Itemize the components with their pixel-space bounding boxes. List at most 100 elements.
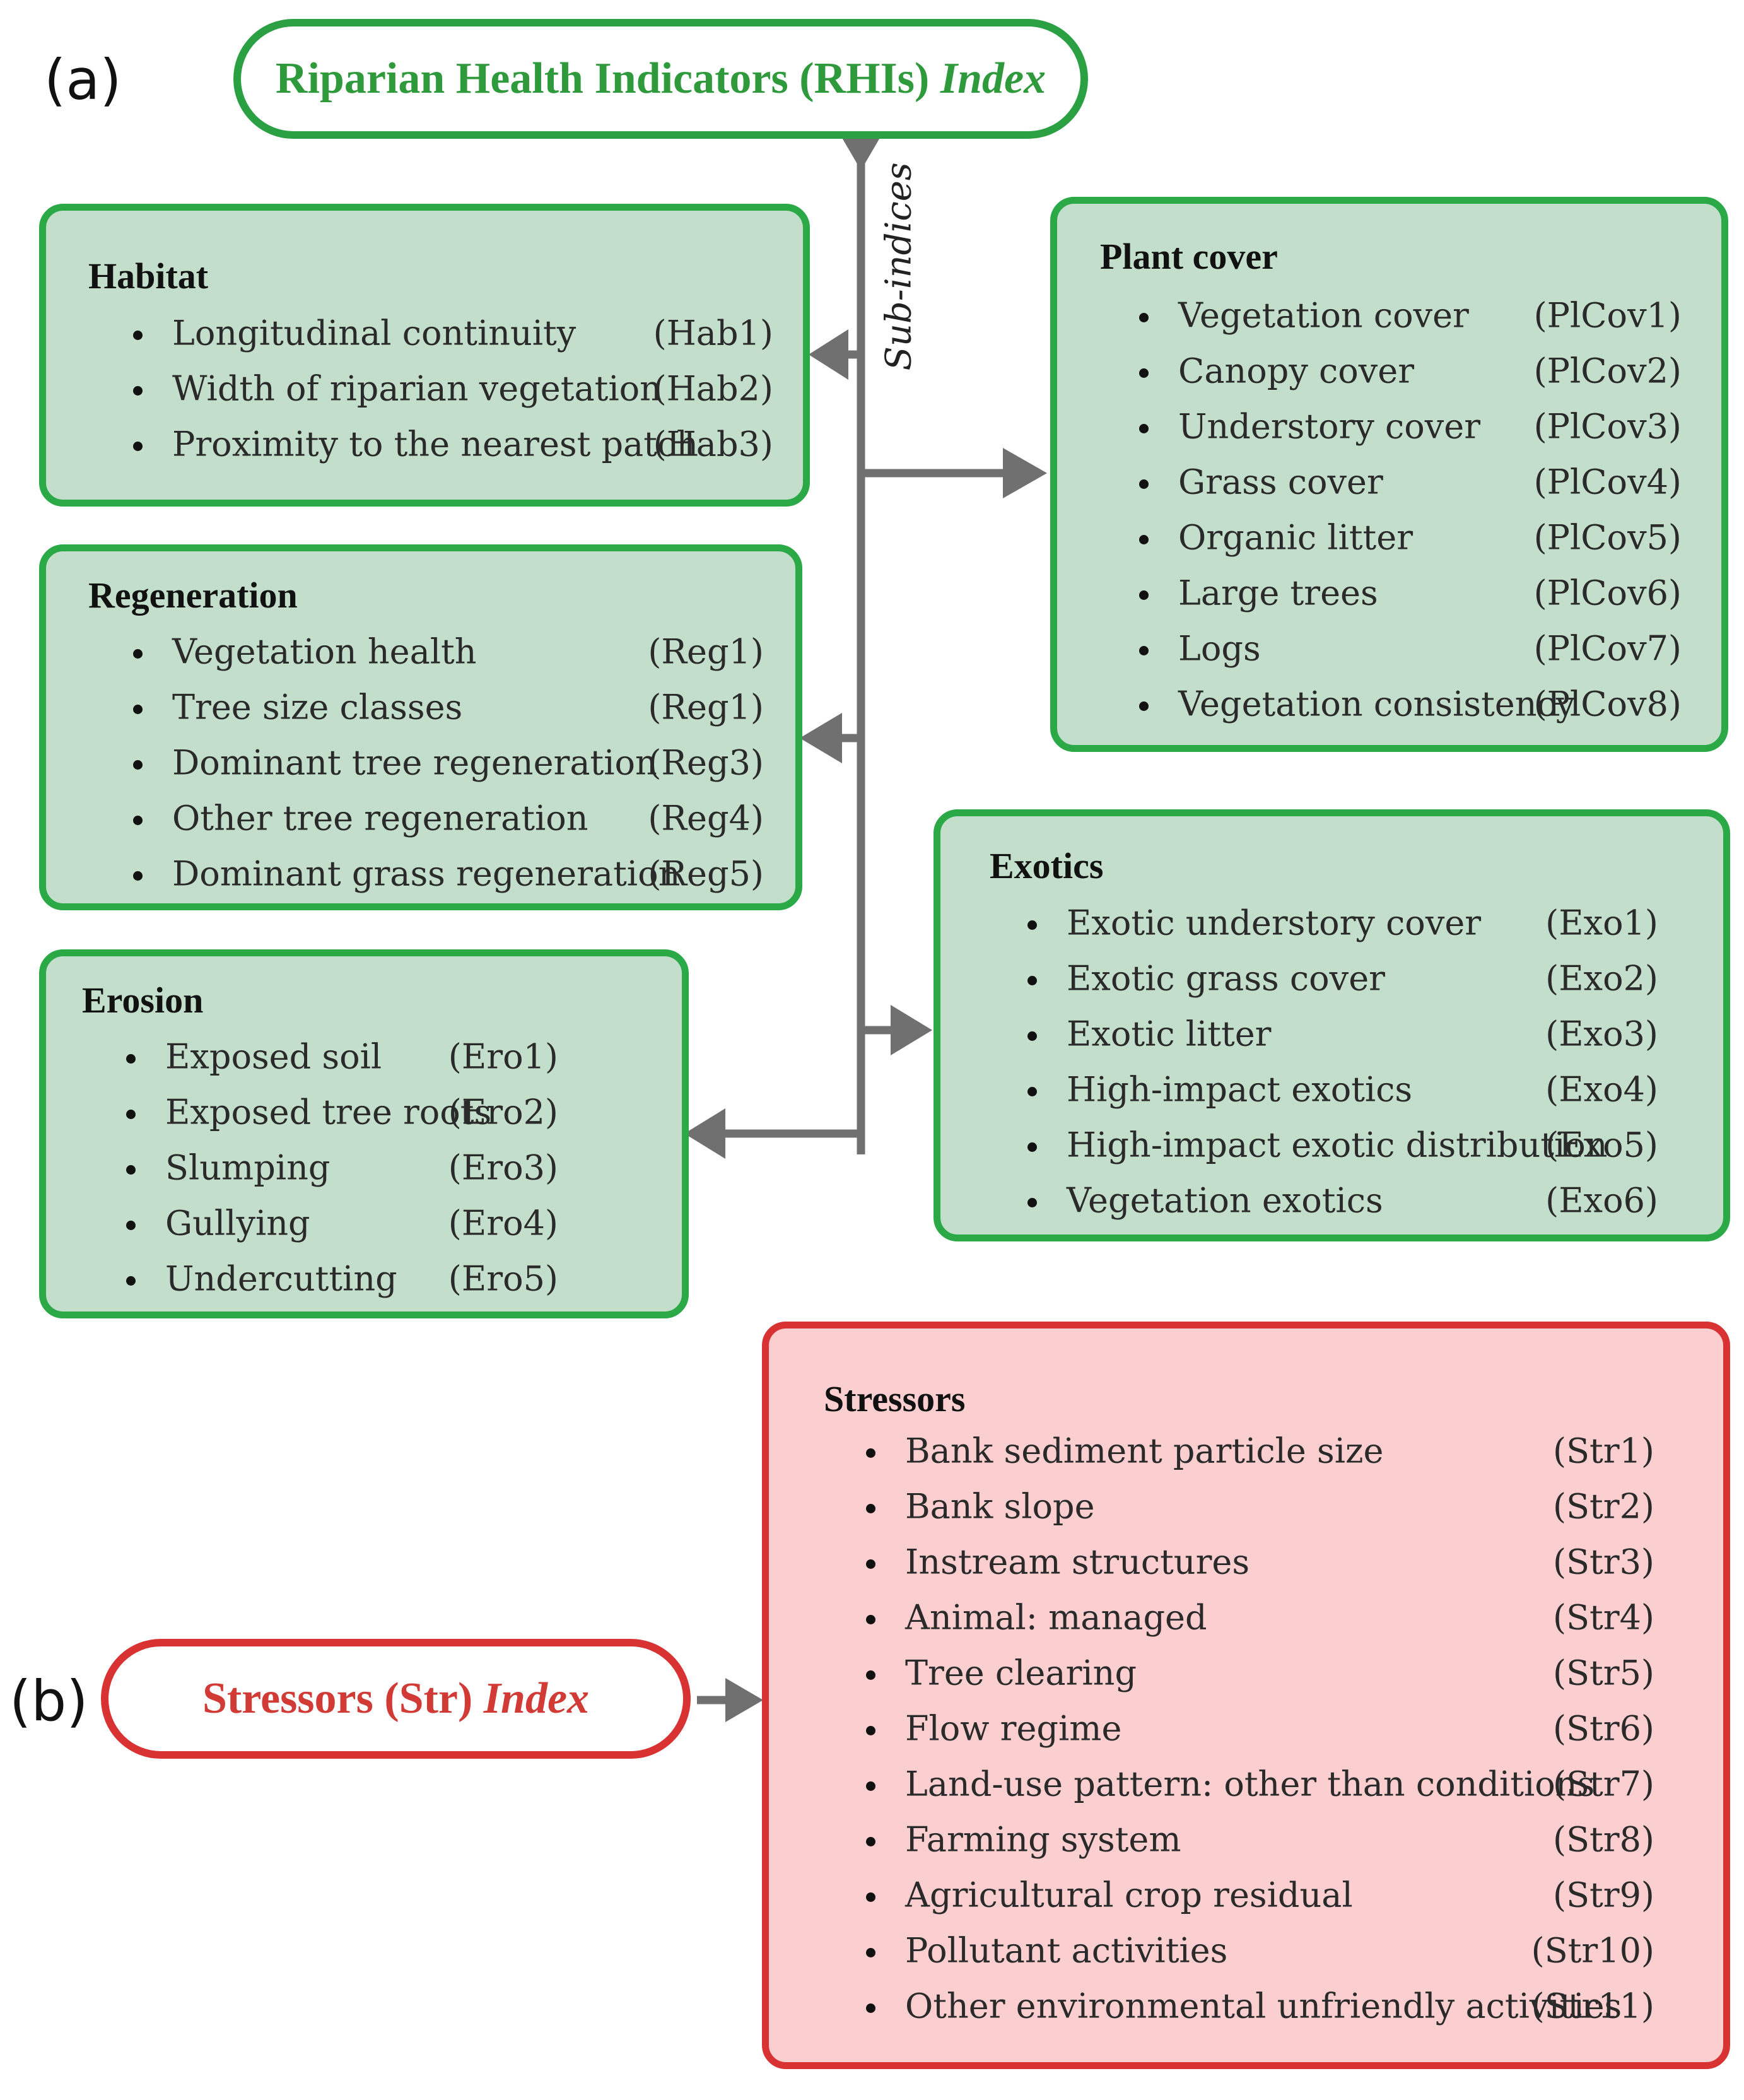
- item-code: (Hab2): [653, 368, 773, 409]
- item-label: Logs: [1178, 628, 1261, 669]
- item-label: Canopy cover: [1178, 351, 1415, 391]
- bullet: [1027, 976, 1037, 985]
- item-code: (Str6): [1553, 1708, 1654, 1749]
- list-item: Exotic understory cover(Exo1): [1027, 895, 1658, 951]
- item-label: Grass cover: [1178, 462, 1383, 502]
- bullet: [1139, 701, 1149, 711]
- item-label: Vegetation health: [172, 631, 477, 672]
- bullet: [1027, 1198, 1037, 1207]
- item-label: Farming system: [905, 1819, 1181, 1860]
- item-code: (Hab1): [653, 313, 773, 353]
- item-code: (Hab3): [653, 424, 773, 464]
- bullet: [126, 1221, 136, 1230]
- item-label: Bank sediment particle size: [905, 1431, 1384, 1471]
- bullet: [866, 1837, 875, 1846]
- list-item: High-impact exotics (Exo4): [1027, 1062, 1658, 1117]
- item-code: (Str10): [1531, 1930, 1654, 1971]
- item-code: (Exo4): [1545, 1069, 1658, 1110]
- list-item: Bank sediment particle size (Str1): [866, 1423, 1654, 1479]
- list-item: Land-use pattern: other than conditions(…: [866, 1756, 1654, 1812]
- item-code: (Str1): [1553, 1431, 1654, 1471]
- habitat-title: Habitat: [88, 255, 209, 296]
- list-item: Logs(PlCov7): [1139, 621, 1682, 676]
- bullet: [126, 1276, 136, 1286]
- item-label: Dominant tree regeneration: [172, 742, 657, 783]
- list-item: Dominant grass regeneration(Reg5): [133, 846, 764, 901]
- stressors-arrowhead: [725, 1678, 763, 1722]
- item-code: (Ero2): [448, 1092, 558, 1132]
- item-label: Undercutting: [165, 1258, 397, 1299]
- list-item: Longitudinal continuity (Hab1): [133, 305, 773, 361]
- item-code: (Reg1): [648, 687, 764, 727]
- item-label: Dominant grass regeneration: [172, 853, 681, 894]
- bullet: [866, 1781, 875, 1791]
- plant-cover-arrowhead: [1003, 448, 1047, 498]
- bullet: [1139, 590, 1149, 600]
- bullet: [866, 1892, 875, 1902]
- bullet: [1139, 368, 1149, 378]
- list-item: Grass cover (PlCov4): [1139, 454, 1682, 510]
- bullet: [1139, 479, 1149, 489]
- bullet: [866, 2003, 875, 2013]
- item-label: High-impact exotics: [1067, 1069, 1413, 1110]
- item-label: Agricultural crop residual: [905, 1875, 1353, 1915]
- item-label: Animal: managed: [905, 1597, 1207, 1638]
- bullet: [133, 649, 143, 659]
- rhi-title-main: Riparian Health Indicators (RHIs): [275, 54, 940, 103]
- regeneration-box: Regeneration Vegetation health(Reg1) Tre…: [39, 544, 802, 910]
- bullet: [1027, 1031, 1037, 1041]
- panel-a-label: (a): [44, 47, 122, 112]
- item-label: Instream structures: [905, 1542, 1250, 1582]
- list-item: Undercutting (Ero5): [126, 1251, 558, 1306]
- bullet: [126, 1110, 136, 1119]
- item-label: Slumping: [165, 1147, 331, 1188]
- bullet: [133, 816, 143, 825]
- bullet: [1139, 424, 1149, 433]
- rhi-title-emph: Index: [940, 54, 1046, 103]
- list-item: Bank slope(Str2): [866, 1479, 1654, 1534]
- item-code: (Exo6): [1545, 1180, 1658, 1221]
- item-code: (Exo3): [1545, 1014, 1658, 1054]
- bullet: [133, 331, 143, 340]
- item-code: (Reg1): [648, 631, 764, 672]
- item-label: High-impact exotic distribution: [1067, 1125, 1608, 1165]
- item-label: Proximity to the nearest patch: [172, 424, 698, 464]
- rhi-index-title: Riparian Health Indicators (RHIs) Index: [233, 19, 1088, 139]
- item-code: (PlCov3): [1533, 406, 1682, 447]
- list-item: Other environmental unfriendly activitie…: [866, 1978, 1654, 2034]
- item-label: Large trees: [1178, 573, 1378, 613]
- sub-indices-label: Sub-indices: [878, 162, 920, 371]
- exotics-title: Exotics: [990, 845, 1104, 886]
- erosion-title: Erosion: [82, 980, 204, 1021]
- bullet: [133, 705, 143, 714]
- stressors-title: Stressors: [824, 1378, 966, 1419]
- bullet: [1139, 535, 1149, 544]
- list-item: Exposed soil (Ero1): [126, 1029, 558, 1084]
- item-code: (Ero1): [448, 1036, 558, 1077]
- list-item: Exposed tree roots(Ero2): [126, 1084, 558, 1140]
- item-label: Exposed soil: [165, 1036, 382, 1077]
- item-code: (PlCov4): [1533, 462, 1682, 502]
- bullet: [866, 1559, 875, 1569]
- habitat-arrowhead: [809, 329, 848, 380]
- list-item: Tree size classes(Reg1): [133, 679, 764, 735]
- str-title-main: Stressors (Str): [202, 1674, 484, 1723]
- item-code: (Exo1): [1545, 903, 1658, 943]
- item-label: Exotic litter: [1067, 1014, 1272, 1054]
- item-label: Organic litter: [1178, 517, 1413, 558]
- item-label: Longitudinal continuity: [172, 313, 576, 353]
- list-item: Vegetation cover(PlCov1): [1139, 288, 1682, 343]
- item-code: (Exo5): [1545, 1125, 1658, 1165]
- stressors-index-title: Stressors (Str) Index: [101, 1639, 691, 1759]
- list-item: Canopy cover(PlCov2): [1139, 343, 1682, 399]
- bullet: [126, 1054, 136, 1064]
- list-item: High-impact exotic distribution(Exo5): [1027, 1117, 1658, 1173]
- str-title-emph: Index: [483, 1674, 590, 1723]
- bullet: [1027, 1087, 1037, 1096]
- item-code: (Ero5): [448, 1258, 558, 1299]
- bullet: [126, 1165, 136, 1175]
- bullet: [1139, 313, 1149, 322]
- item-label: Flow regime: [905, 1708, 1122, 1749]
- item-code: (PlCov6): [1533, 573, 1682, 613]
